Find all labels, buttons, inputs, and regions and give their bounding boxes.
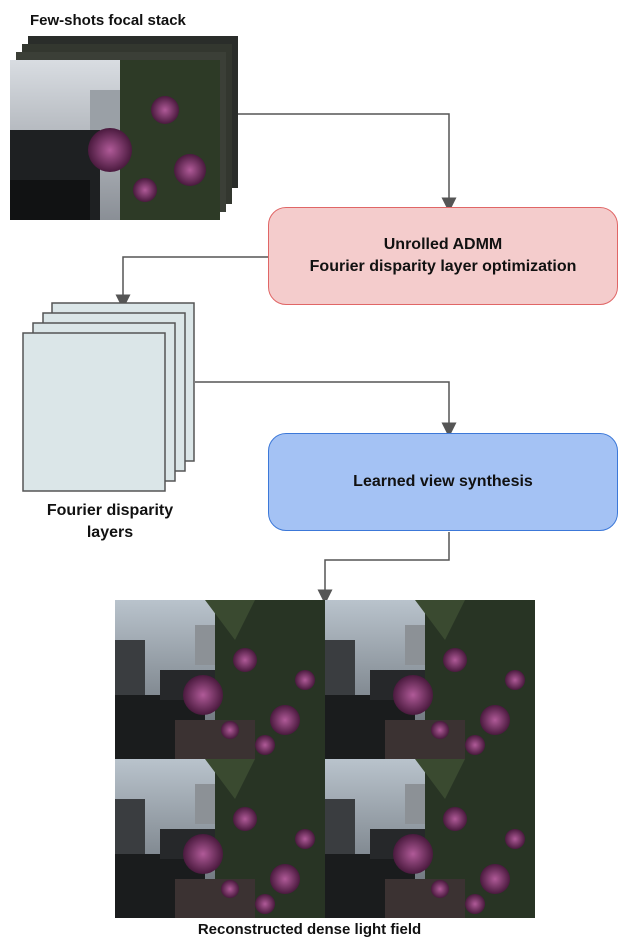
lf-view-top-right	[325, 600, 535, 759]
view-synthesis-label: Learned view synthesis	[353, 473, 533, 490]
lf-view-bottom-left	[115, 759, 325, 918]
lf-view-top-left	[115, 600, 325, 759]
fdl-layer-1	[22, 332, 166, 492]
lf-view-bottom-right	[325, 759, 535, 918]
focal-stack-title: Few-shots focal stack	[30, 12, 186, 29]
fdl-caption: Fourier disparity layers	[20, 500, 200, 544]
admm-optimization-box: Unrolled ADMM Fourier disparity layer op…	[268, 207, 618, 305]
focal-slice-front	[10, 60, 220, 220]
arrow-synthesis-to-output	[317, 532, 450, 605]
fdl-caption-line1: Fourier disparity	[46, 502, 174, 519]
output-caption: Reconstructed dense light field	[197, 921, 422, 938]
arrow-stack-to-admm	[238, 113, 457, 213]
admm-subtitle: Fourier disparity layer optimization	[309, 258, 577, 275]
fdl-caption-line2: layers	[86, 524, 134, 541]
view-synthesis-box: Learned view synthesis	[268, 433, 618, 531]
arrow-layers-to-synthesis	[195, 381, 457, 438]
admm-title: Unrolled ADMM	[383, 236, 503, 253]
arrow-admm-to-layers	[115, 256, 268, 310]
